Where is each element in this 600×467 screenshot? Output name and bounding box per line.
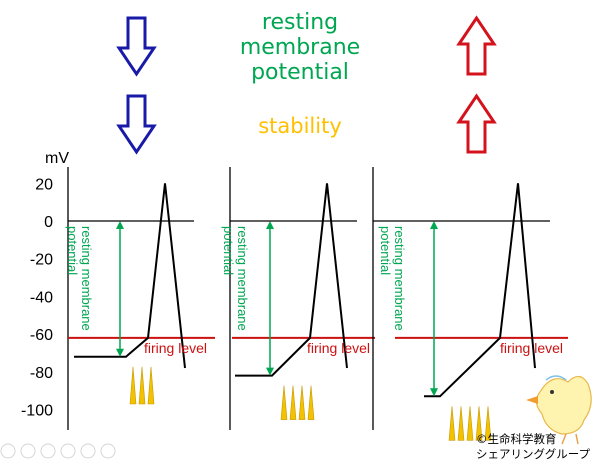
axis-tick-label: -80 [30,365,53,382]
axis-tick-label: -100 [21,403,53,420]
header-line-3: potential [251,60,349,85]
stimulus-spike-icon [475,406,483,441]
menu-icon[interactable] [100,443,116,459]
axis-tick-label: -20 [30,252,53,269]
firing-level-label: firing level [500,340,563,356]
header-line-2: membrane [239,35,361,60]
rmp-label: resting membranepotential [221,226,250,331]
up-arrow-icon [456,15,497,76]
view-icon[interactable] [60,443,76,459]
copyright-line-1: ©生命科学教育 [476,432,557,446]
arrow-head-up-icon [430,221,438,229]
stimulus-spike-icon [280,385,288,420]
panel-1: resting membranepotential firing level [65,167,215,430]
axis-tick-label: 0 [44,214,53,231]
arrow-head-down-icon [116,348,124,357]
axis-tick-label: -40 [30,289,53,306]
firing-level-label: firing level [144,340,207,356]
stimulus-spike-icon [448,406,456,441]
next-icon[interactable] [20,443,36,459]
rmp-label-line-2: potential [65,226,80,275]
chick-mascot-icon [526,375,592,445]
pen-icon[interactable] [40,443,56,459]
membrane-potential-trace [74,183,186,369]
rmp-label-line-1: resting membrane [79,226,94,331]
stimulus-spike-icon [138,366,146,405]
down-arrow-icon [116,16,157,77]
stimulus-spike-icon [298,385,306,420]
stimulus-spike-icon [307,385,315,420]
arrow-head-down-icon [430,388,438,397]
firing-level-label: firing level [307,340,370,356]
stimulus-spike-icon [466,406,474,441]
panel-3: resting membranepotential firing level [372,167,568,441]
membrane-potential-trace [424,183,536,398]
down-arrow-icon [116,94,157,155]
header-line-1: resting [261,10,339,35]
stimulus-spike-icon [129,366,137,405]
arrow-head-down-icon [266,367,274,376]
rmp-label-line-2: potential [221,226,236,275]
rmp-label-line-2: potential [378,226,393,275]
arrow-head-up-icon [266,221,274,229]
zoom-icon[interactable] [80,443,96,459]
stability-label: stability [258,114,342,138]
rmp-label-line-1: resting membrane [392,226,407,331]
panel-2: resting membranepotential firing level [221,167,375,430]
copyright-line-2: シェアリンググループ [476,447,591,461]
stimulus-spike-icon [147,366,155,405]
membrane-potential-trace [235,183,348,377]
axis-ticks: 20 0 -20 -40 -60 -80 -100 [21,176,53,419]
stimulus-spike-icon [484,406,492,441]
axis-tick-label: 20 [35,176,53,193]
slide-controls[interactable] [0,443,116,459]
stimulus-spike-icon [289,385,297,420]
stimulus-spike-icon [457,406,465,441]
axis-unit-label: mV [45,150,69,167]
up-arrow-icon [456,93,497,154]
rmp-label: resting membranepotential [65,226,94,331]
axis-tick-label: -60 [30,327,53,344]
rmp-label-line-1: resting membrane [235,226,250,331]
previous-icon[interactable] [0,443,16,459]
arrow-head-up-icon [116,221,124,229]
rmp-label: resting membranepotential [378,226,407,331]
